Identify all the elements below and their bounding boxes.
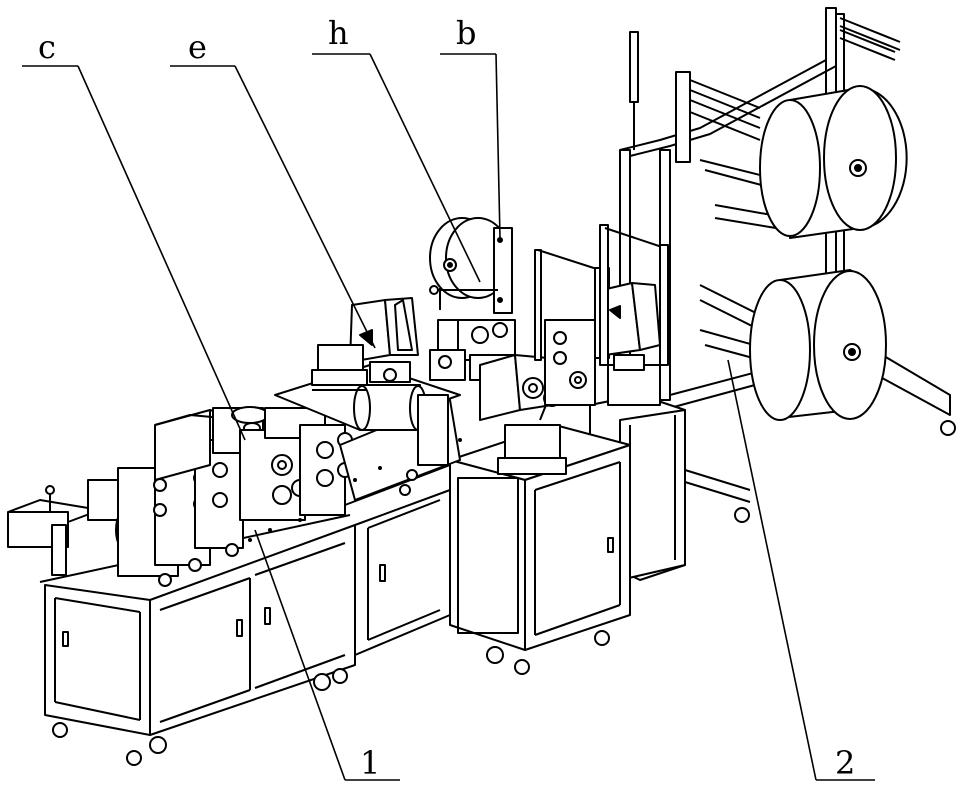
roller-station (535, 250, 609, 405)
leader-b (440, 54, 500, 238)
callout-label-b: b (456, 14, 476, 52)
material-roll-lower (750, 270, 886, 420)
ultrasonic-welder-right (600, 225, 668, 370)
leader-2 (728, 360, 875, 780)
callout-label-e: e (188, 28, 207, 66)
ultrasonic-welder-left (312, 298, 418, 390)
callout-label-h: h (328, 14, 349, 52)
material-roll-upper (760, 86, 907, 238)
leader-e (170, 66, 375, 348)
callout-label-1: 1 (360, 744, 380, 782)
leader-c (22, 66, 245, 440)
callout-label-c: c (38, 28, 56, 66)
callout-label-2: 2 (835, 744, 855, 782)
